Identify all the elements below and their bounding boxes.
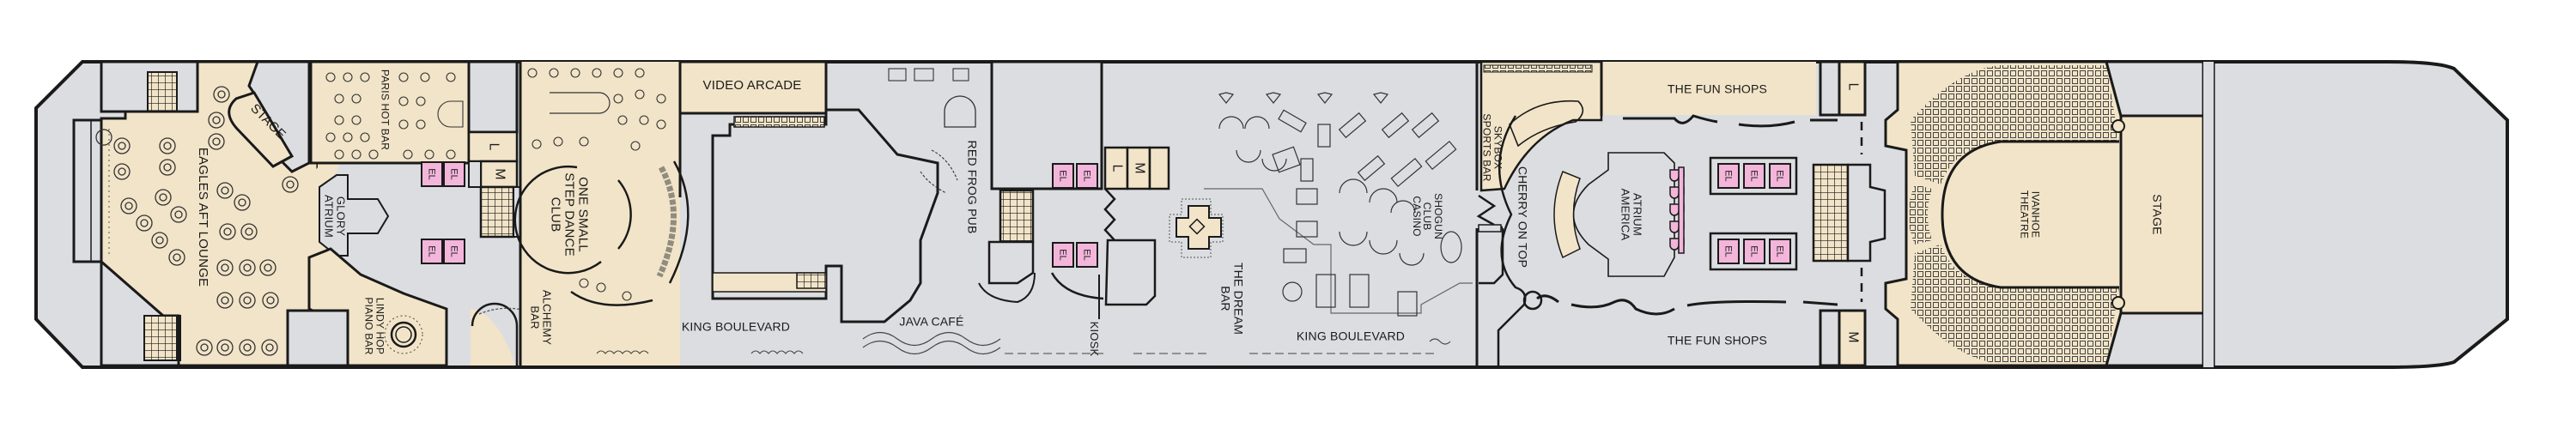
casino-slot-machines xyxy=(1218,92,1462,317)
red-frog-pub-seats xyxy=(888,68,969,194)
restroom-ladies-mid xyxy=(1103,146,1129,190)
red-frog-pub-label: RED FROG PUB xyxy=(965,140,980,234)
elevator: EL xyxy=(1717,239,1740,264)
elevator-label: EL xyxy=(1058,170,1068,182)
elevator: EL xyxy=(1076,163,1098,189)
restroom-ladies-mid-label: L xyxy=(1109,164,1125,172)
elevator: EL xyxy=(1052,163,1074,189)
atrium-america-void xyxy=(1572,152,1675,277)
java-cafe-label: JAVA CAFÉ xyxy=(899,314,964,329)
aft-stair-vertical xyxy=(72,118,103,263)
elevator: EL xyxy=(1743,163,1765,189)
king-boulevard-label-aft: KING BOULEVARD xyxy=(681,319,791,334)
elevator-label: EL xyxy=(1749,170,1759,182)
fun-shops-bottom-label: THE FUN SHOPS xyxy=(1667,333,1768,347)
paris-hot-bar-room xyxy=(309,60,471,165)
elevator: EL xyxy=(1717,163,1740,189)
central-stairs-small xyxy=(796,272,827,289)
elevator: EL xyxy=(1769,239,1791,264)
shogun-club-casino-area xyxy=(1204,188,1473,314)
boulevard-seating xyxy=(596,331,1451,355)
kiosk-area xyxy=(1104,239,1157,306)
elevator: EL xyxy=(1076,242,1098,268)
alchemy-bar-area xyxy=(471,309,515,366)
lounge-seating xyxy=(95,86,299,356)
restroom-mens-fwd-label: M xyxy=(1845,331,1861,343)
restroom-mens-fwd xyxy=(1838,309,1867,367)
midship-stairs xyxy=(999,189,1035,244)
elevator-label: EL xyxy=(1082,249,1092,261)
video-arcade-room xyxy=(678,60,828,115)
elevator-label: EL xyxy=(1775,245,1785,257)
eagles-aft-lounge-label: EAGLES AFT LOUNGE xyxy=(195,147,210,287)
video-arcade-label: VIDEO ARCADE xyxy=(702,78,802,94)
restroom-mens-aft-label: M xyxy=(492,168,507,180)
restroom-ladies-fwd-label: L xyxy=(1845,82,1861,91)
shogun-club-casino-label: SHOGUN CLUB CASINO xyxy=(1410,193,1444,239)
kiosk-label: KIOSK xyxy=(1087,321,1101,357)
forward-stairs xyxy=(1812,163,1850,263)
piano-icon xyxy=(390,321,417,348)
elevator: EL xyxy=(421,161,443,187)
elevator-label: EL xyxy=(1058,249,1068,261)
forward-stage-label: STAGE xyxy=(2150,194,2165,235)
central-void xyxy=(711,108,939,323)
theatre-seating-upper xyxy=(1911,65,2119,184)
elevator-label: EL xyxy=(1082,170,1092,182)
lindy-hop-piano-bar-label: LINDY HOP PIANO BAR xyxy=(363,297,386,355)
elevator: EL xyxy=(1052,242,1074,268)
elevator: EL xyxy=(443,161,465,187)
aft-center-stairs xyxy=(479,185,515,239)
cherry-on-top-label: CHERRY ON TOP xyxy=(1516,166,1530,269)
theatre-orchestra-floor xyxy=(1941,140,2119,289)
elevator: EL xyxy=(1743,239,1765,264)
skybox-sports-bar-room xyxy=(1479,60,1603,192)
elevator: EL xyxy=(443,239,465,264)
paris-hot-bar-tables xyxy=(325,72,464,160)
ivanhoe-theatre-label: IVANHOE THEATRE xyxy=(2019,190,2042,239)
glory-atrium-label: GLORY ATRIUM xyxy=(323,194,348,239)
the-dream-bar-label: THE DREAM BAR xyxy=(1219,262,1246,335)
elevator-label: EL xyxy=(449,168,459,180)
glass-elevators xyxy=(1669,166,1685,254)
restroom-mens-mid-label: M xyxy=(1132,162,1147,174)
elevator: EL xyxy=(421,239,443,264)
elevator-label: EL xyxy=(1723,170,1734,182)
dream-bar-counter xyxy=(1176,205,1222,250)
fun-shops-top-label: THE FUN SHOPS xyxy=(1667,82,1768,96)
theatre-seating-lower xyxy=(1911,245,2119,364)
atrium-america-label: ATRIUM AMERICA xyxy=(1619,188,1644,241)
elevator: EL xyxy=(1769,163,1791,189)
restroom-ladies-aft-label: L xyxy=(486,142,501,151)
restroom-mens-aft xyxy=(479,160,519,189)
paris-hot-bar-label: PARIS HOT BAR xyxy=(379,69,392,151)
elevator-label: EL xyxy=(1775,170,1785,182)
elevator-label: EL xyxy=(1723,245,1734,257)
skybox-sports-bar-label: SKYBOX SPORTS BAR xyxy=(1481,113,1504,182)
restroom-ladies-fwd xyxy=(1838,60,1867,117)
king-boulevard-label-fwd: KING BOULEVARD xyxy=(1296,329,1406,343)
elevator-label: EL xyxy=(1749,245,1759,257)
fun-shops-top-room xyxy=(1601,62,1816,115)
elevator-label: EL xyxy=(449,245,459,257)
one-small-step-dance-club-label: ONE SMALL STEP DANCE CLUB xyxy=(549,172,591,257)
alchemy-bar-label: ALCHEMY BAR xyxy=(529,289,554,346)
elevator-label: EL xyxy=(427,245,437,257)
elevator-label: EL xyxy=(427,168,437,180)
